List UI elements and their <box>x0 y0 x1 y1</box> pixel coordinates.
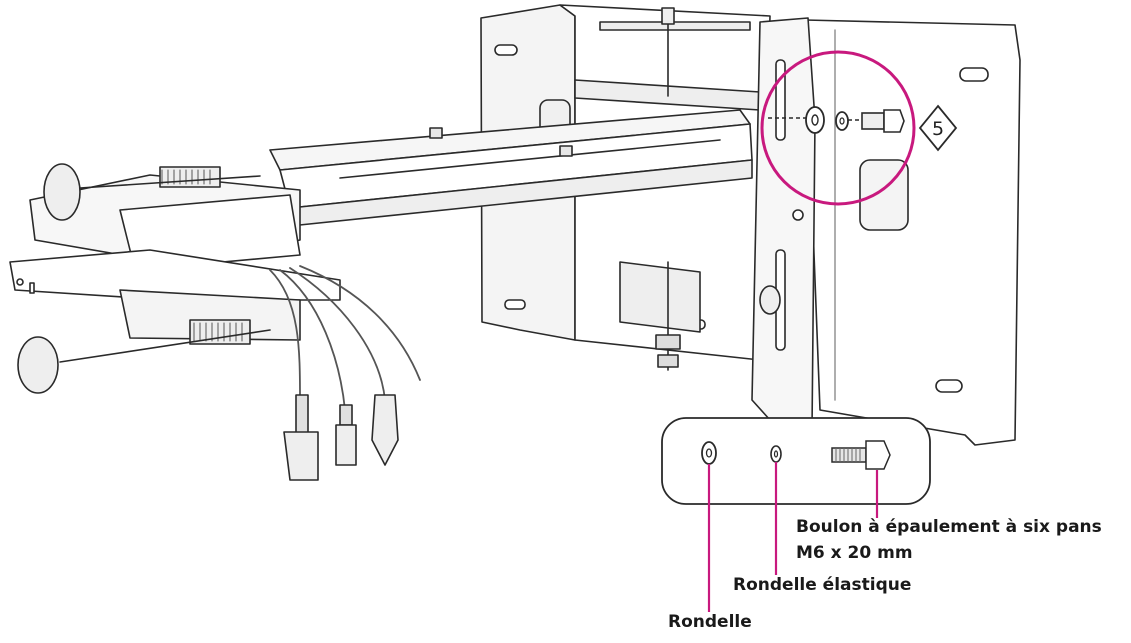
rear-frame <box>480 4 771 361</box>
bolt-icon <box>861 109 905 133</box>
spring-washer-label: Rondelle élastique <box>733 575 912 595</box>
inset-bolt-icon <box>831 440 891 470</box>
leader-lines <box>707 462 879 612</box>
cable-bundle <box>269 265 421 411</box>
clamp-assembly <box>9 163 341 394</box>
callout-detail <box>760 50 916 206</box>
threaded-rod <box>655 7 681 371</box>
connectors <box>283 394 399 481</box>
step-diamond <box>918 104 958 152</box>
bolt-name-label: Boulon à épaulement à six pans <box>796 517 1102 537</box>
washer-label: Rondelle <box>668 612 752 632</box>
wall-plate <box>804 19 1021 446</box>
parts-inset <box>661 417 931 505</box>
bolt-size-label: M6 x 20 mm <box>796 543 913 563</box>
extension-arm <box>269 109 753 227</box>
step-number: 5 <box>931 118 945 140</box>
mounting-bracket <box>751 17 816 431</box>
